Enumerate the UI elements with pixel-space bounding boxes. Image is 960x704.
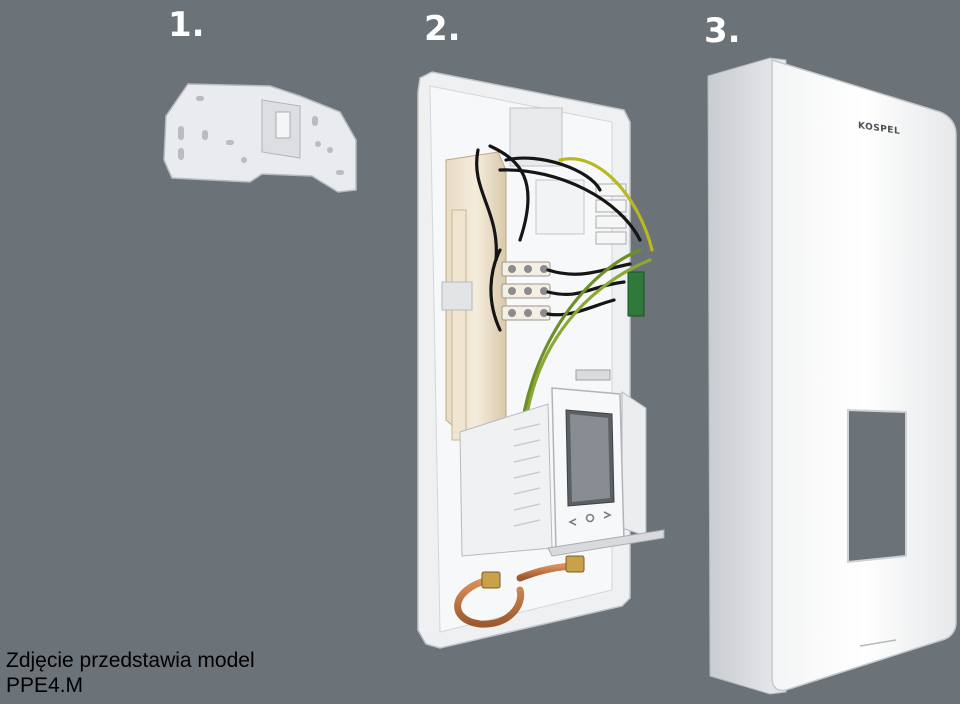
step-2-label: 2. [424,9,461,49]
heater-internals [417,71,665,649]
circle-icon [585,513,595,523]
step-1-label: 1. [168,5,205,45]
left-arrow-icon [568,518,577,526]
front-cover [707,57,957,695]
right-arrow-icon [603,511,612,519]
step-3-label: 3. [704,11,741,51]
mounting-bracket [163,83,357,193]
caption-line-2: PPE4.M [6,674,84,697]
photo-caption: Zdjęcie przedstawia model PPE4.M [6,648,255,698]
caption-line-1: Zdjęcie przedstawia model [6,649,255,672]
